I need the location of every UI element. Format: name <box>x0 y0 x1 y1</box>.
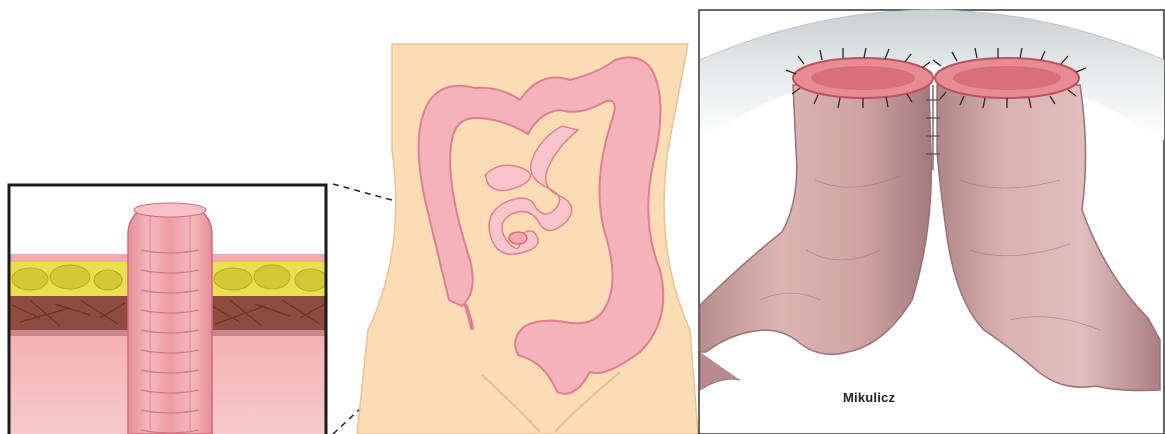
mikulicz-double-barrel-stoma <box>699 10 1164 434</box>
figure-caption-mikulicz: Mikulicz <box>843 390 895 405</box>
stoma-site <box>509 232 527 244</box>
abdomen-colon-illustration <box>357 44 698 434</box>
stoma-tube <box>128 204 212 434</box>
stoma-cross-section-inset <box>9 185 327 434</box>
